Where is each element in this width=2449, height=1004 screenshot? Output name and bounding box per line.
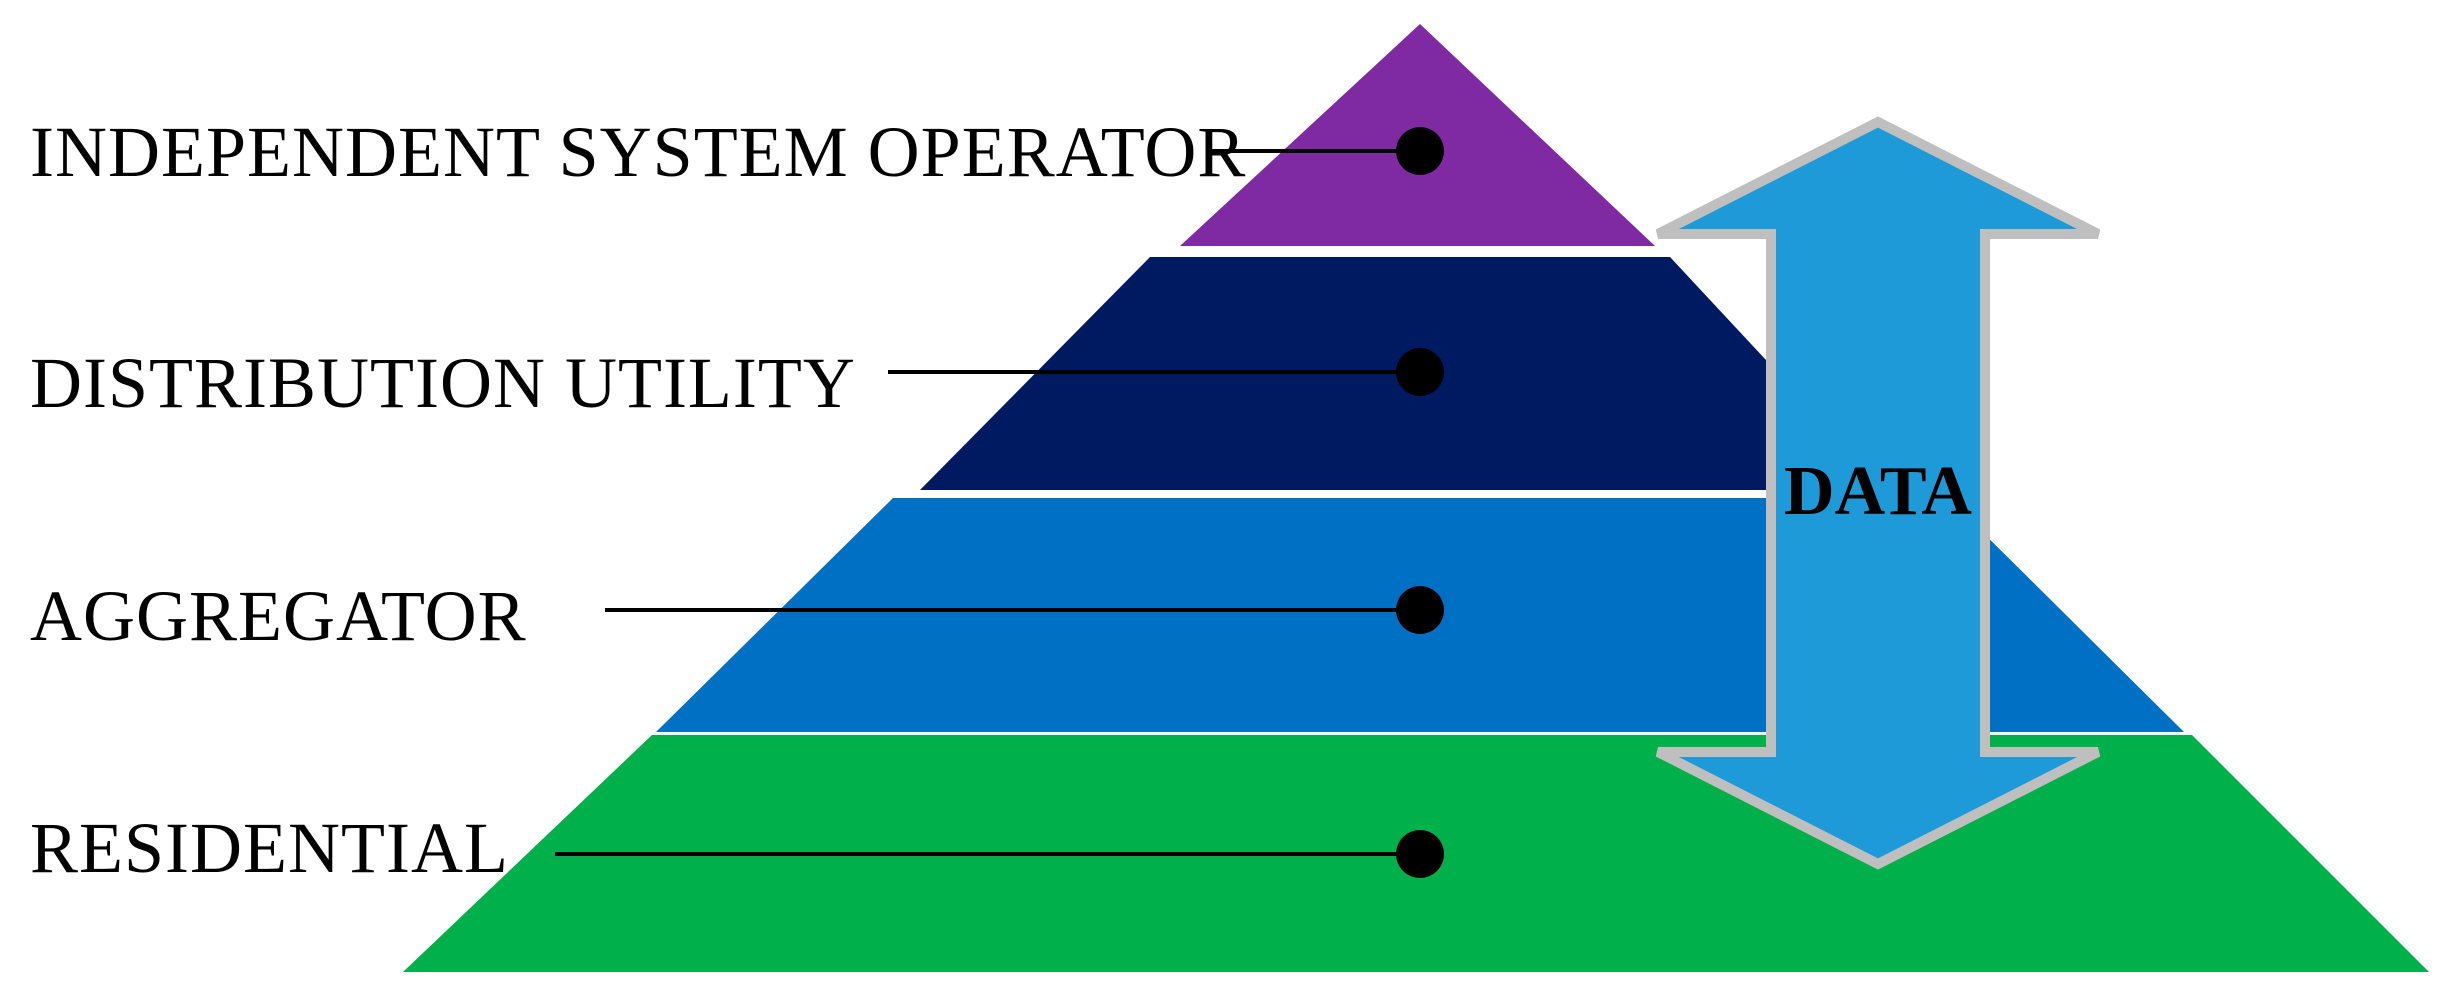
- label-distribution-utility: DISTRIBUTION UTILITY: [30, 343, 856, 423]
- label-aggregator: AGGREGATOR: [30, 576, 527, 656]
- label-residential: RESIDENTIAL: [30, 808, 509, 888]
- data-arrow: [1655, 116, 2101, 870]
- dot-residential: [1396, 830, 1444, 878]
- label-independent-system-operator: INDEPENDENT SYSTEM OPERATOR: [30, 112, 1246, 192]
- data-arrow-label: DATA: [1784, 453, 1972, 530]
- dot-iso: [1396, 127, 1444, 175]
- dot-distribution: [1396, 348, 1444, 396]
- dot-aggregator: [1396, 586, 1444, 634]
